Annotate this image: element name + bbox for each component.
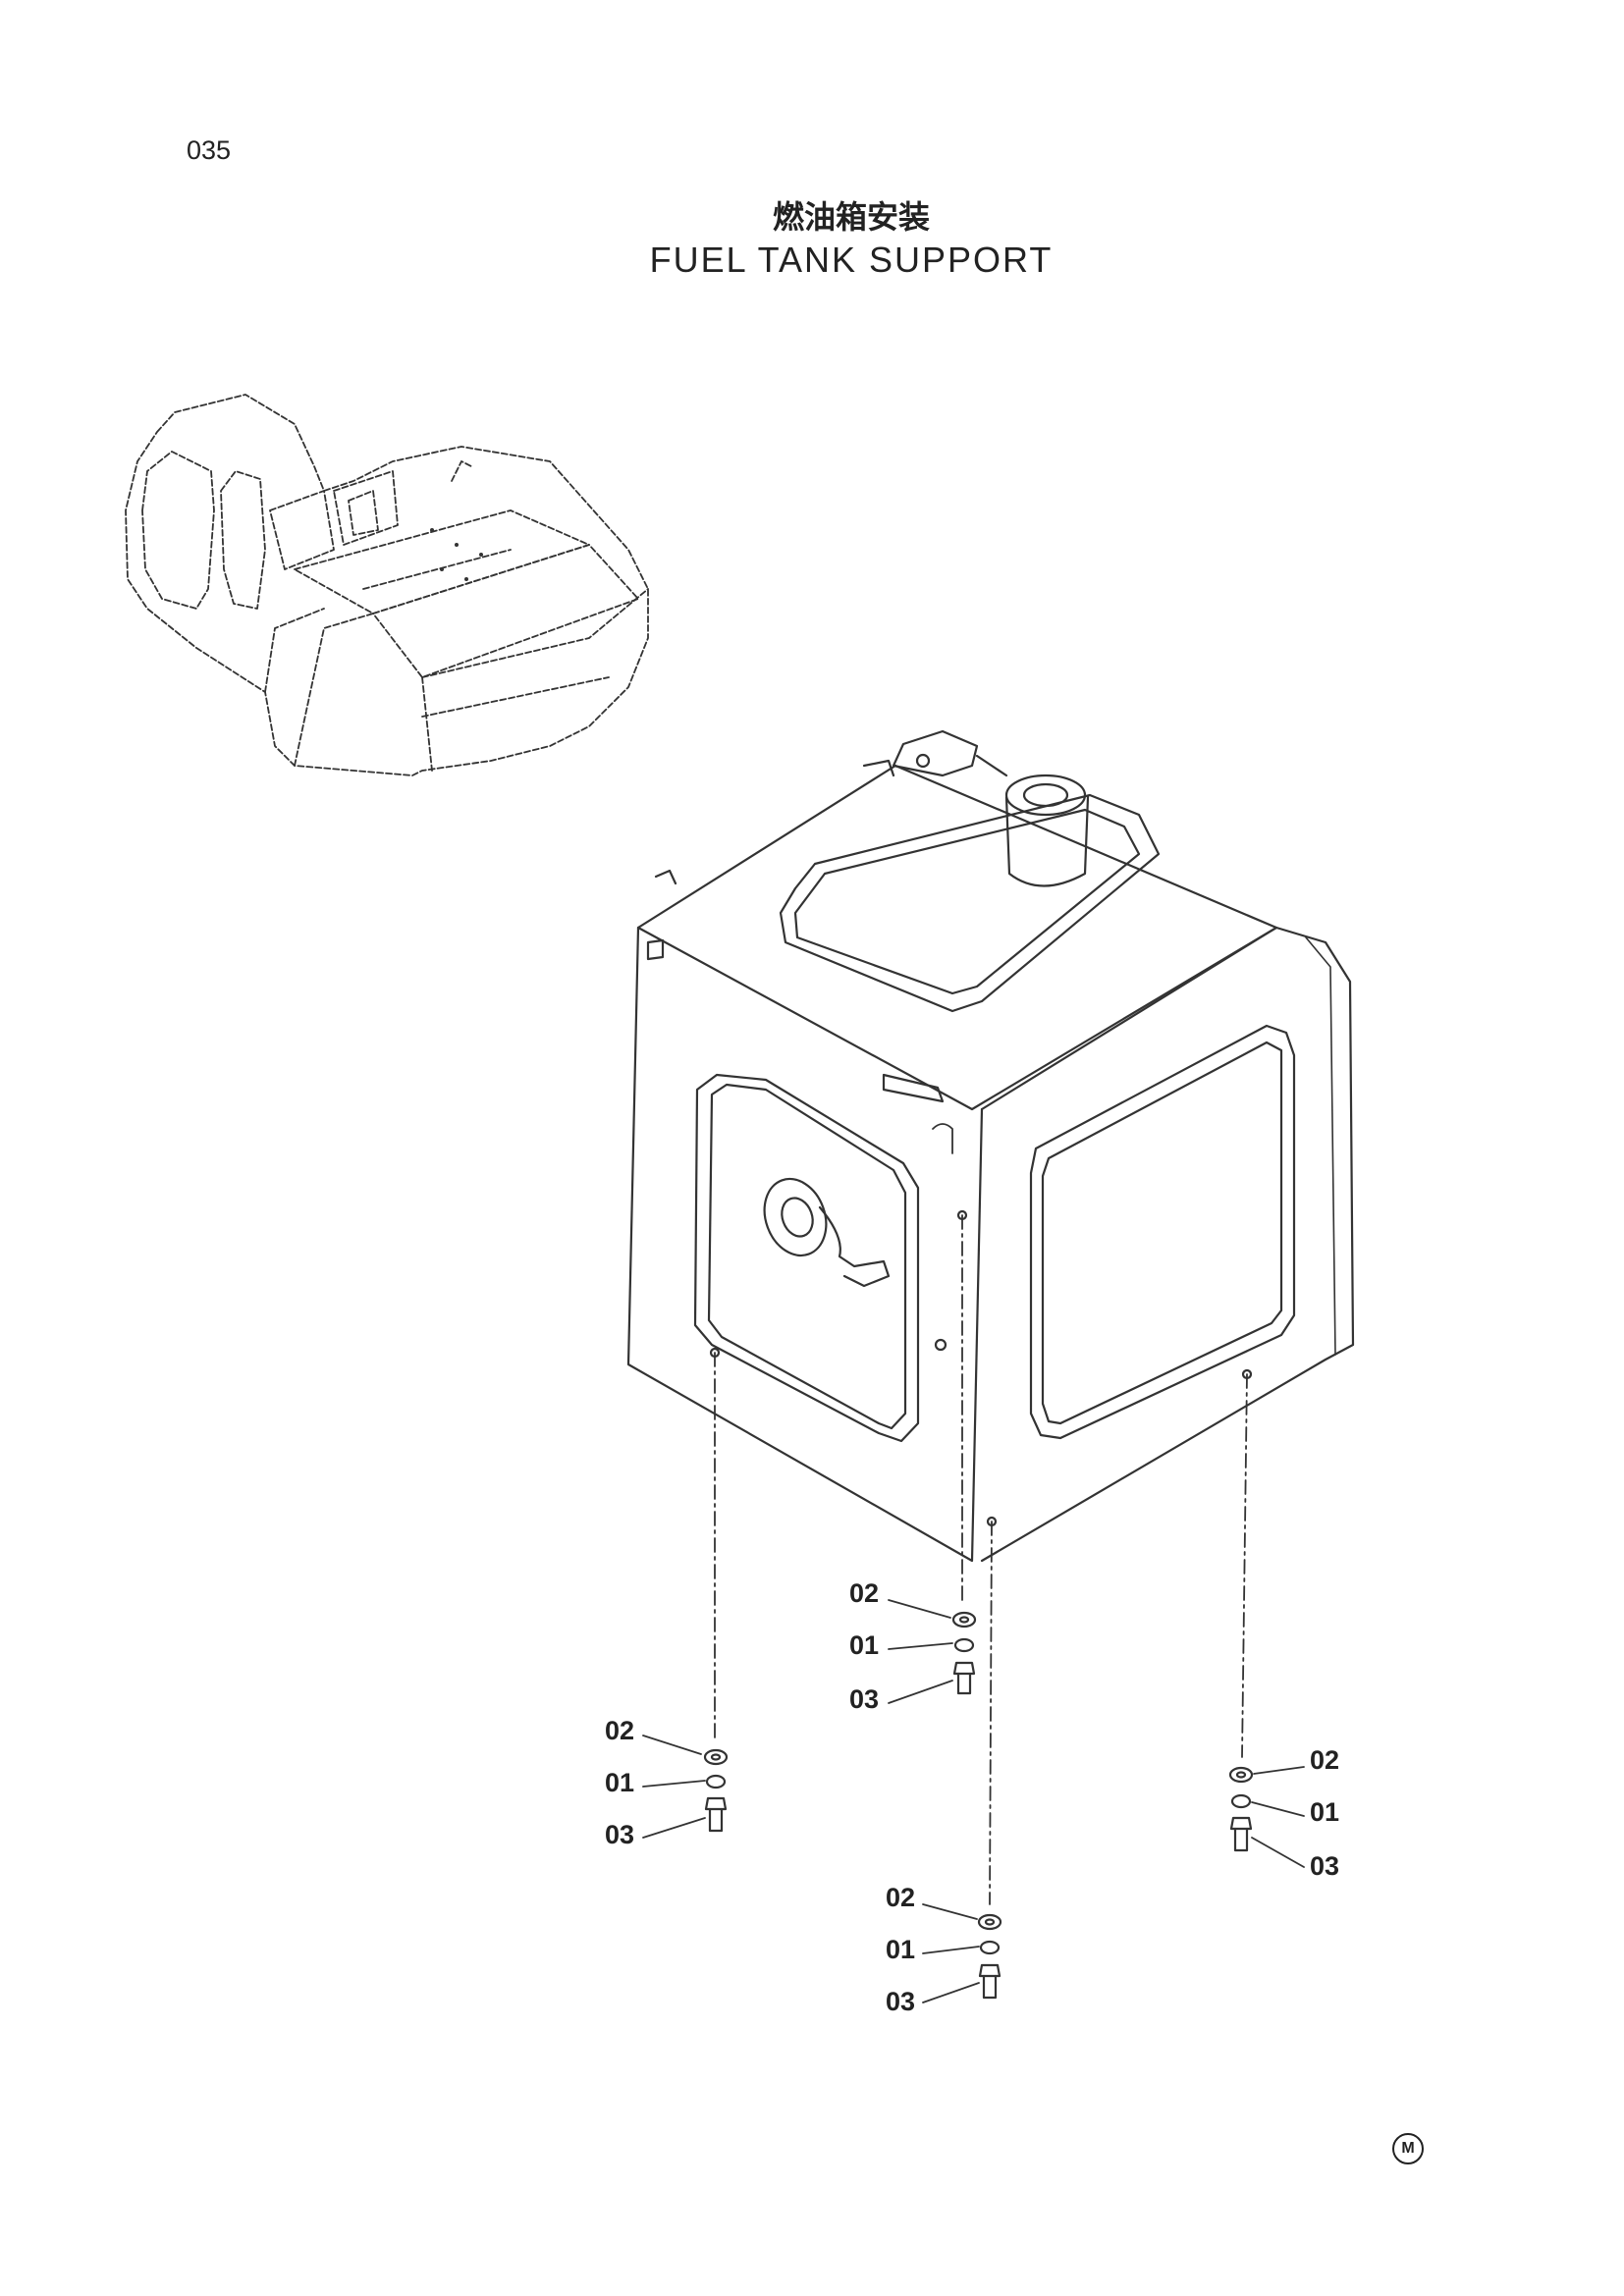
leader-lines xyxy=(714,1214,1248,1905)
callout-label: 01 xyxy=(886,1935,915,1964)
hardware-stack-left xyxy=(703,1748,729,1833)
callout-label: 02 xyxy=(605,1716,634,1745)
hardware-stack-bottom xyxy=(977,1913,1002,2000)
excavator-overview-illustration xyxy=(125,394,649,776)
callout-label: 03 xyxy=(886,1987,915,2016)
callout-leaders xyxy=(642,1599,1305,2003)
title-chinese: 燃油箱安装 xyxy=(772,198,930,236)
fuel-tank-illustration xyxy=(626,729,1355,1563)
callout-label: 02 xyxy=(849,1578,879,1608)
callout-label: 01 xyxy=(1310,1797,1339,1827)
callout-label: 03 xyxy=(1310,1851,1339,1881)
callout-label: 01 xyxy=(605,1768,634,1797)
callout-label: 02 xyxy=(886,1883,915,1912)
page-number: 035 xyxy=(187,135,232,165)
title-english: FUEL TANK SUPPORT xyxy=(649,240,1054,280)
callout-label: 03 xyxy=(605,1820,634,1849)
hardware-stack-center xyxy=(951,1611,977,1695)
callout-label: 02 xyxy=(1310,1745,1339,1775)
corner-mark: M xyxy=(1392,2133,1424,2164)
callout-label: 01 xyxy=(849,1630,879,1660)
hardware-stack-right xyxy=(1228,1766,1254,1852)
callout-label: 03 xyxy=(849,1684,879,1714)
